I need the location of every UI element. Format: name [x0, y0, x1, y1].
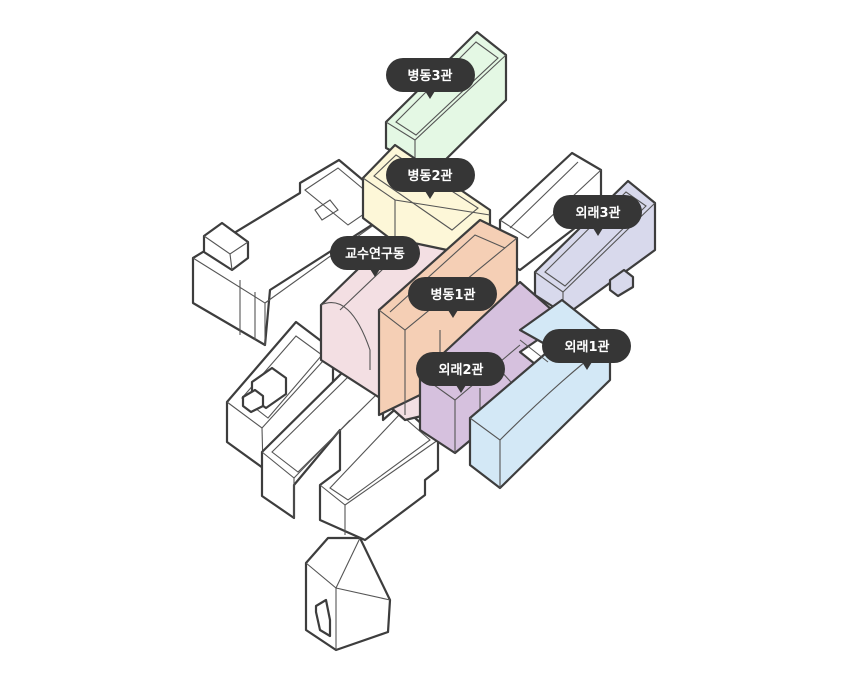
tag-faculty-label: 교수연구동 — [345, 247, 405, 262]
tag-outpatient3[interactable]: 외래3관 — [553, 195, 642, 236]
tag-outpatient1[interactable]: 외래1관 — [542, 329, 631, 370]
building-ward3[interactable] — [384, 30, 508, 174]
tag-ward3[interactable]: 병동3관 — [386, 58, 475, 99]
tag-outpatient3-label: 외래3관 — [576, 205, 621, 221]
tag-ward1-label: 병동1관 — [431, 287, 476, 303]
tag-ward2-label: 병동2관 — [408, 168, 453, 184]
ward3-body — [384, 30, 508, 174]
tag-outpatient2-label: 외래2관 — [439, 362, 484, 378]
building-house[interactable] — [304, 536, 392, 652]
tag-ward3-label: 병동3관 — [408, 68, 453, 84]
building-west[interactable] — [191, 158, 391, 347]
tag-faculty[interactable]: 교수연구동 — [330, 236, 420, 277]
tag-outpatient1-label: 외래1관 — [565, 339, 610, 355]
tag-ward2[interactable]: 병동2관 — [386, 158, 475, 199]
tag-outpatient2[interactable]: 외래2관 — [416, 352, 505, 393]
tag-ward1[interactable]: 병동1관 — [408, 277, 497, 318]
outpatient3-annex — [608, 268, 635, 298]
